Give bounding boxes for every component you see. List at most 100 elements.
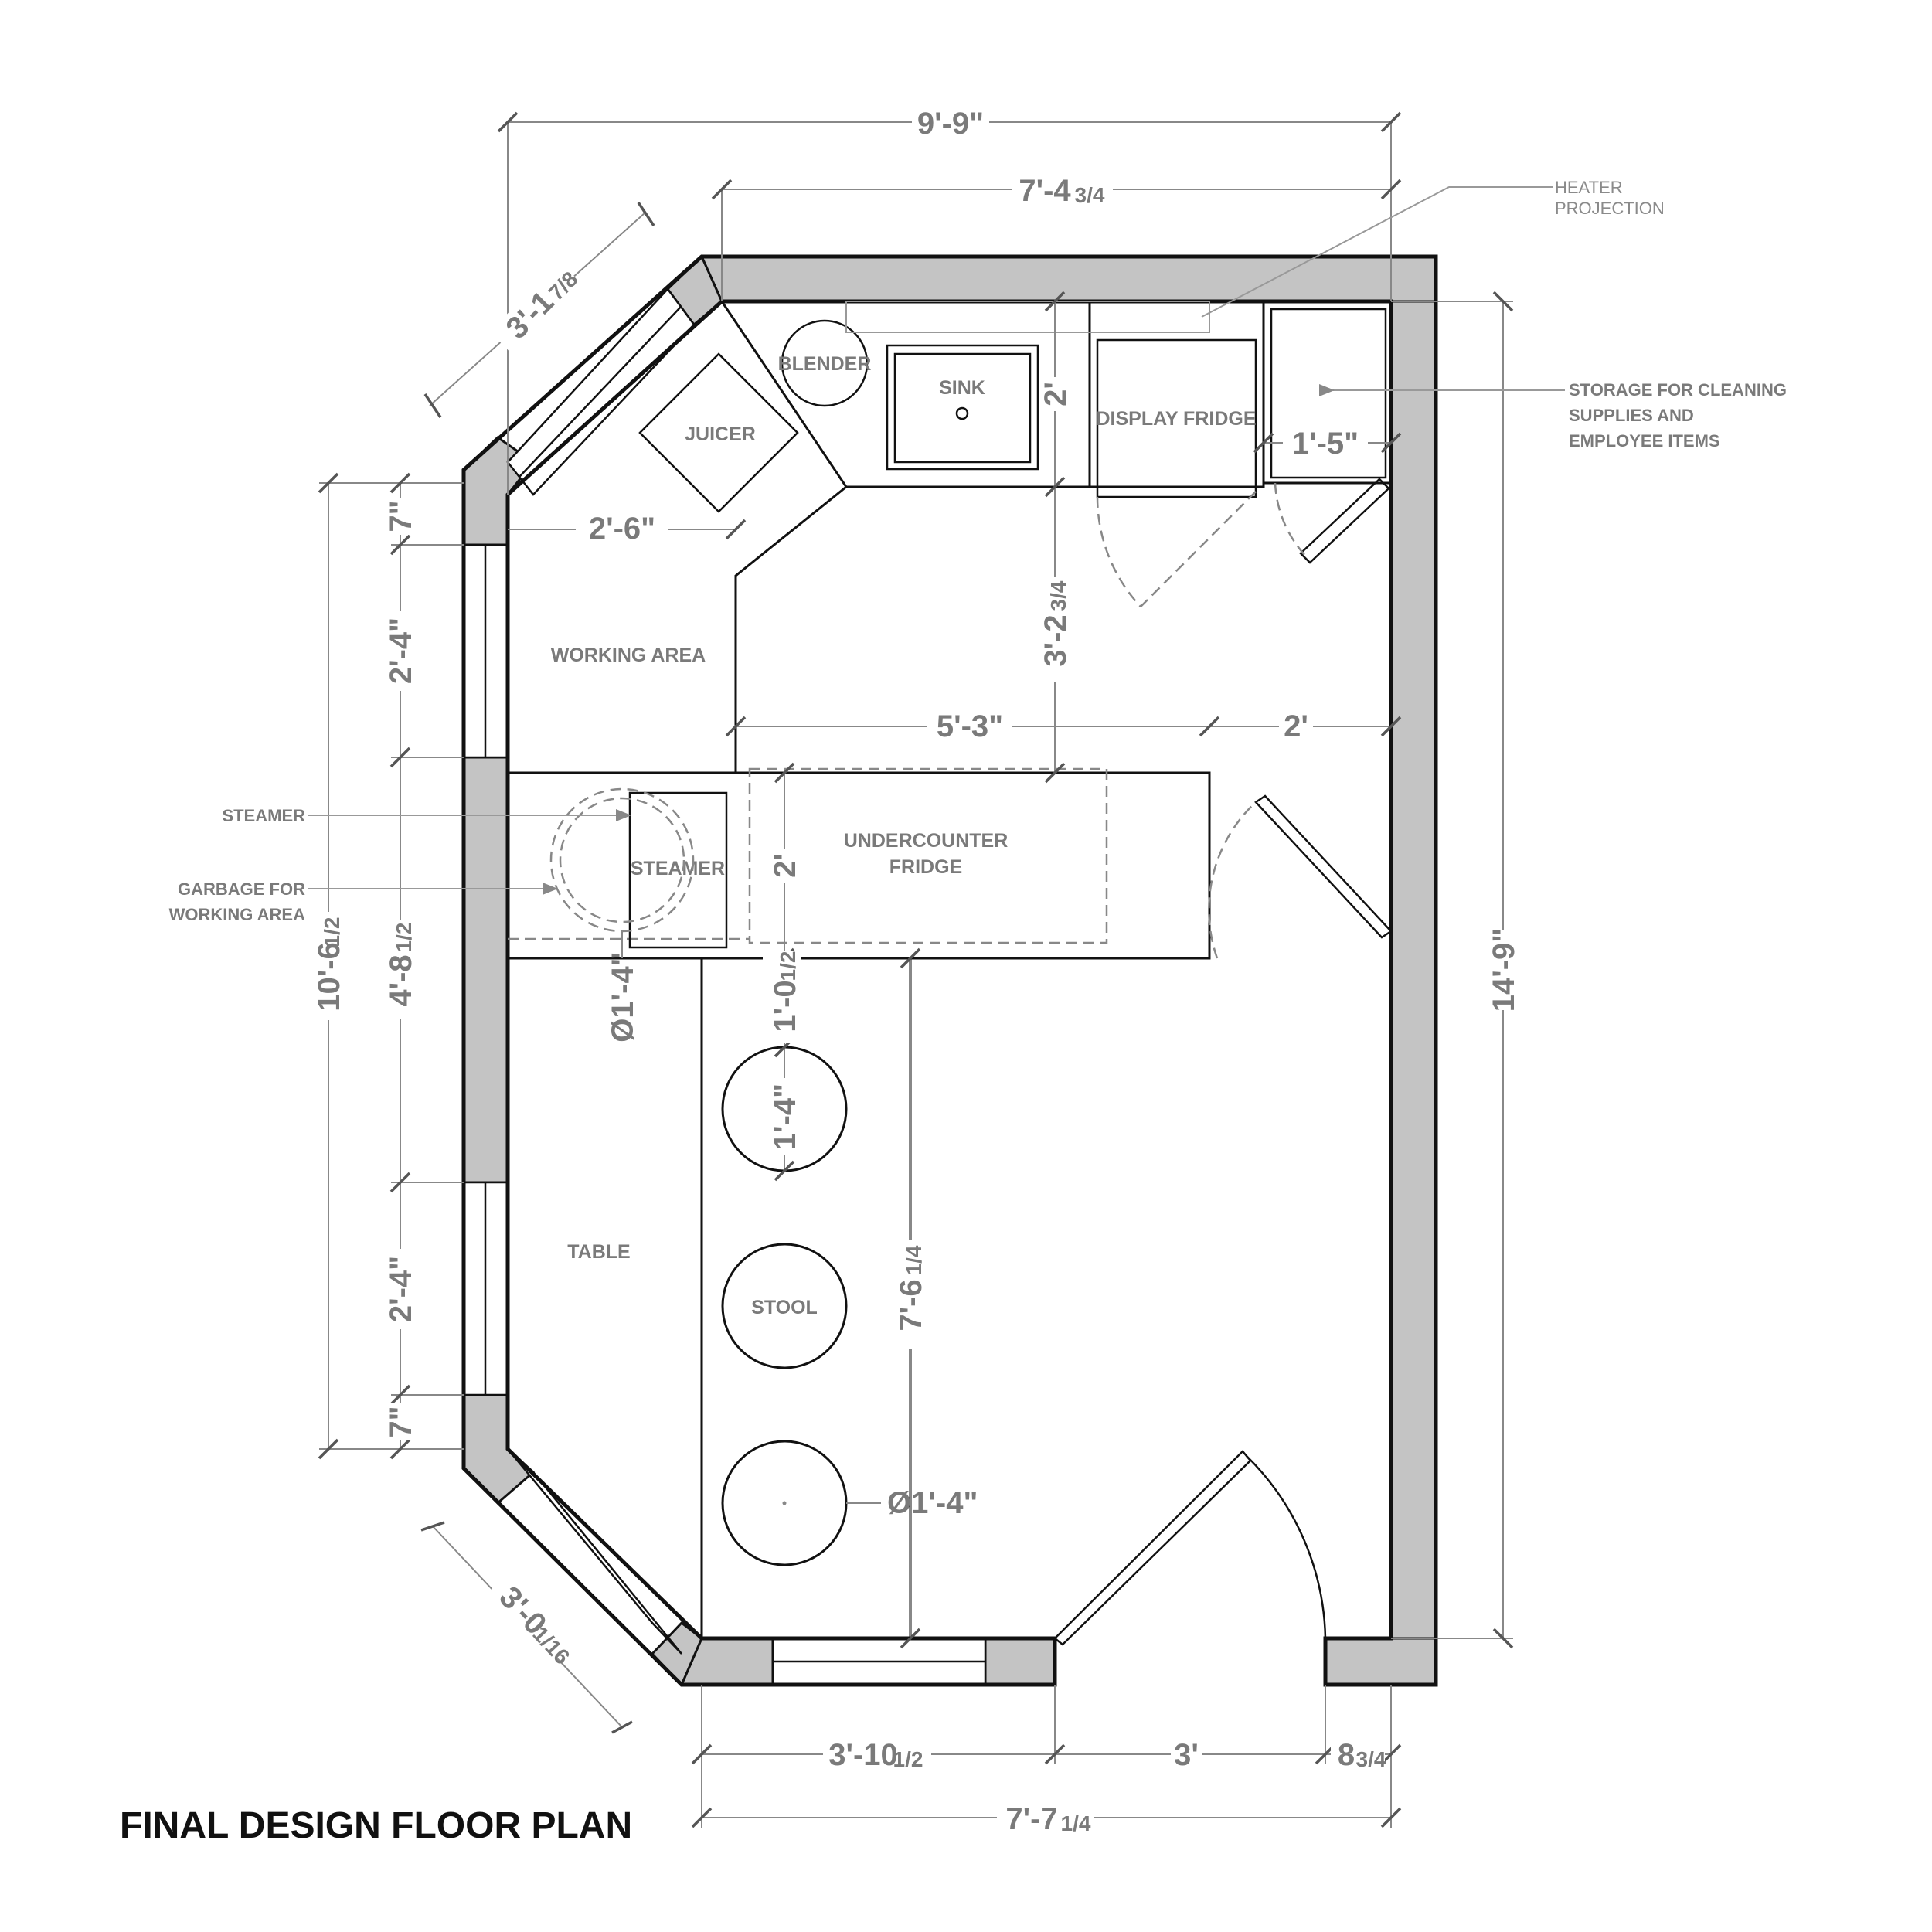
dim-counter-clearance: 3'-2 (1039, 614, 1073, 666)
dim-stool-vertical-group: 1'-4" (768, 1078, 802, 1155)
storage-inner (1270, 308, 1387, 479)
garbage-note-2: WORKING AREA (169, 905, 306, 924)
tick (389, 472, 411, 494)
dim-stool-diameter-vertical: 1'-4" (768, 1083, 802, 1150)
tick (1492, 291, 1514, 312)
dim-label-bg (1039, 377, 1070, 411)
dim-left-middle-wall-group: 4'-8 1/2 (379, 920, 418, 1019)
sink-drain-icon (955, 406, 969, 420)
side-door-swing (1208, 801, 1257, 959)
dim-bottom-overall-frac: 1/4 (1061, 1811, 1091, 1835)
window-diag-top-mullion (519, 306, 682, 478)
dim-working-area-width: 2'-6" (589, 512, 655, 546)
dim-bottom-right: 8 (1338, 1738, 1355, 1772)
tick (497, 111, 519, 133)
dim-label-bg (385, 1249, 416, 1329)
storage-note-1: STORAGE FOR CLEANING (1569, 380, 1787, 400)
dim-counter-depth-group: 2' (1039, 377, 1073, 411)
dim-storage-width: 1'-5" (1292, 427, 1359, 461)
dim-right-overall-group: 14'-9" (1487, 928, 1521, 1012)
dim-label-bg (1331, 1735, 1385, 1775)
storage-cabinet (1262, 300, 1393, 485)
steamer-label: STEAMER (631, 858, 725, 879)
tick (1380, 1807, 1402, 1828)
steamer-callout: STEAMER (222, 806, 305, 825)
dim-angled-bottom-group: 3'-0 1/16 (485, 1572, 576, 1669)
tick (711, 179, 733, 200)
dim-label-bg (385, 1403, 416, 1440)
dimension-lines: 9'-9" 7'-4 3/4 3'-1 7/8 3'-0 1/16 (307, 107, 1521, 1839)
juicer-label: JUICER (685, 423, 756, 445)
display-fridge (1088, 300, 1265, 488)
tick (637, 202, 655, 226)
garbage-note-1: GARBAGE FOR (178, 879, 305, 899)
tick (691, 1743, 713, 1765)
dim-left-window-top-trim: 7" (384, 500, 418, 532)
working-area-label: WORKING AREA (551, 645, 706, 666)
tick (900, 1628, 921, 1649)
tick (1380, 716, 1402, 737)
dim-bottom-door: 3' (1174, 1738, 1199, 1772)
dim-counter-clearance-group: 3'-2 3/4 (1033, 577, 1073, 682)
left-wall-bottom-pier (462, 1393, 536, 1505)
windows (462, 287, 987, 1686)
display-fridge-door-swing-line (1140, 491, 1257, 607)
dim-counter-clearance-frac: 3/4 (1046, 580, 1070, 611)
dim-left-overall-frac: 1/2 (320, 917, 344, 947)
tick (389, 1172, 411, 1193)
callouts: HEATER PROJECTION STORAGE FOR CLEANING S… (169, 178, 1787, 924)
stool-2 (721, 1243, 848, 1369)
tick (774, 1160, 795, 1182)
heater-note-1: HEATER (1555, 178, 1623, 197)
dim-left-window-upper-group: 2'-4" (384, 611, 418, 691)
dim-left-window-lower: 2'-4" (384, 1256, 418, 1322)
dim-label-bg (385, 611, 416, 691)
dim-overall-top-width: 9'-9" (917, 107, 984, 141)
dim-table-gap-frac: 1/2 (776, 951, 800, 981)
dim-label-bg (385, 498, 416, 535)
storage-note-3: EMPLOYEE ITEMS (1569, 431, 1720, 451)
dim-label-bg (379, 920, 417, 1019)
storage-door (1299, 478, 1390, 564)
tick (1044, 291, 1066, 312)
dim-left-window-lower-group: 2'-4" (384, 1249, 418, 1329)
storage-door-swing (1274, 482, 1307, 557)
undercounter-fridge-label-1: UNDERCOUNTER (844, 830, 1009, 852)
tick (420, 1521, 445, 1532)
dim-interior-top-width: 7'-4 (1019, 174, 1071, 208)
left-wall-segment (462, 756, 509, 1184)
furniture: BLENDER JUICER SINK DISPLAY FRIDGE UNDER… (506, 300, 1393, 1646)
dim-label-bg (889, 1240, 927, 1349)
stool-3-center (782, 1501, 787, 1505)
bottom-right-wall (1324, 1637, 1437, 1686)
dim-label-bg (823, 1735, 931, 1775)
dim-bottom-overall: 7'-7 (1005, 1802, 1057, 1836)
dim-angled-top-group: 3'-1 7/8 (489, 261, 583, 355)
entry-door-swing (1246, 1455, 1327, 1639)
dim-table-length-group: 7'-6 1/4 (889, 1240, 928, 1349)
tick (1199, 716, 1220, 737)
tick (1380, 432, 1402, 454)
dim-steamer-diameter-group: Ø1'-4" (606, 951, 640, 1042)
dim-left-window-bottom-trim: 7" (384, 1406, 418, 1437)
blender-label: BLENDER (778, 353, 872, 375)
dim-left-overall-group: 10'-6 1/2 (307, 912, 346, 1020)
tick (1044, 762, 1066, 784)
tick (691, 1807, 713, 1828)
tick (1492, 1628, 1514, 1649)
dim-bottom-right-frac: 3/4 (1356, 1747, 1386, 1771)
tick (725, 716, 747, 737)
dim-bottom-left-frac: 1/2 (893, 1747, 923, 1771)
entry-door-panel (1053, 1450, 1252, 1646)
dim-stool-diameter: Ø1'-4" (887, 1486, 978, 1520)
display-fridge-inner (1096, 338, 1257, 498)
dim-island-depth: 2' (768, 853, 802, 878)
dim-left-middle-wall-frac: 1/2 (392, 923, 416, 953)
storage-note-2: SUPPLIES AND (1569, 406, 1694, 425)
dim-label-bg (912, 107, 989, 139)
dim-label-bg (1033, 577, 1072, 682)
tick (900, 947, 921, 969)
tick (611, 1720, 633, 1734)
tick (318, 472, 339, 494)
dim-label-bg (763, 951, 801, 1043)
